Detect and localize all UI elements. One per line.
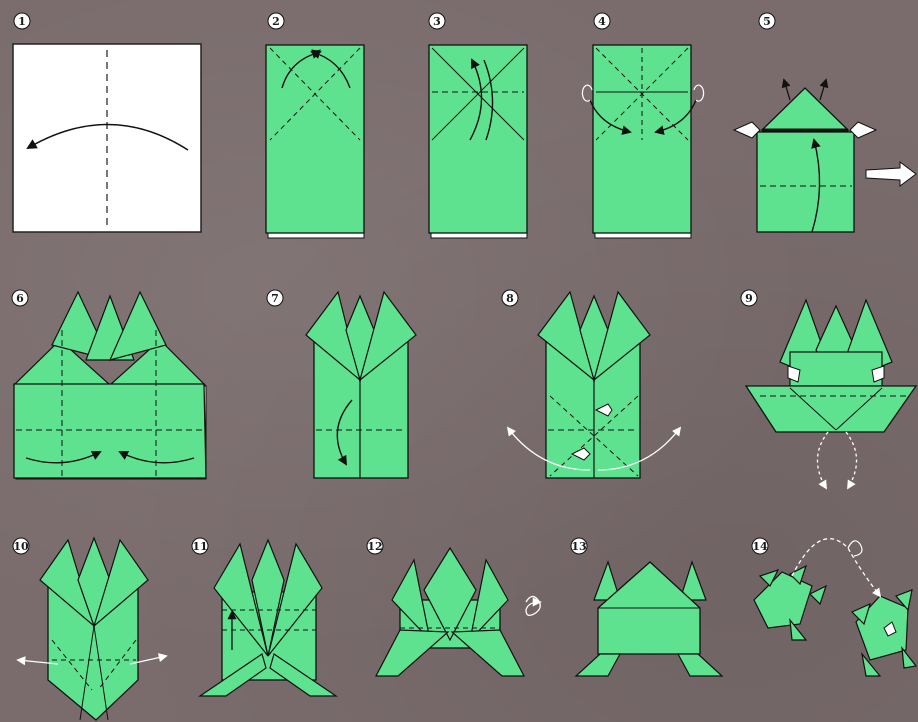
step-6: 6 — [12, 290, 206, 479]
step-number-badge: 8 — [502, 290, 518, 306]
step-13: 13 — [571, 538, 722, 676]
step-number-badge: 11 — [192, 538, 208, 554]
step-number-badge: 4 — [594, 13, 610, 29]
step-number: 8 — [506, 292, 514, 305]
step-9: 9 — [741, 290, 916, 488]
step-number: 5 — [763, 15, 771, 28]
step-3: 3 — [429, 13, 527, 238]
step-number: 12 — [367, 540, 382, 553]
paper-body — [14, 384, 206, 478]
paper-rectangle — [266, 45, 364, 233]
turn-over-icon — [526, 596, 540, 615]
next-arrow-icon — [866, 162, 916, 186]
paper-body — [757, 132, 854, 232]
step-14: 14 — [752, 538, 916, 676]
step-1: 1 — [13, 13, 201, 232]
step-number-badge: 6 — [12, 290, 28, 306]
step-number-badge: 13 — [571, 538, 587, 554]
step-number-badge: 2 — [268, 13, 284, 29]
step-number: 14 — [752, 540, 768, 553]
step-number: 9 — [745, 292, 753, 305]
step-number-badge: 10 — [13, 538, 29, 554]
step-number: 4 — [598, 15, 606, 28]
step-10: 10 — [13, 538, 166, 720]
step-number: 7 — [271, 292, 279, 305]
step-number-badge: 3 — [429, 13, 445, 29]
step-number: 11 — [192, 540, 207, 553]
landed-frog — [852, 590, 916, 676]
jumping-frog — [754, 566, 826, 640]
step-number-badge: 1 — [14, 13, 30, 29]
step-number-badge: 9 — [741, 290, 757, 306]
step-2: 2 — [266, 13, 364, 238]
step-7: 7 — [267, 290, 416, 478]
step-number-badge: 7 — [267, 290, 283, 306]
step-4: 4 — [582, 13, 703, 238]
step-number-badge: 14 — [752, 538, 768, 554]
step-number: 1 — [18, 15, 26, 28]
step-number: 6 — [16, 292, 24, 305]
step-number: 10 — [13, 540, 29, 553]
step-5: 5 — [734, 13, 916, 232]
step-number-badge: 5 — [759, 13, 775, 29]
step-number: 2 — [272, 15, 280, 28]
step-11: 11 — [192, 538, 336, 696]
step-12: 12 — [367, 538, 540, 676]
step-number-badge: 12 — [367, 538, 383, 554]
step-number: 13 — [571, 540, 586, 553]
step-8: 8 — [502, 290, 680, 478]
triangle-flap — [762, 88, 848, 130]
step-number: 3 — [433, 15, 441, 28]
